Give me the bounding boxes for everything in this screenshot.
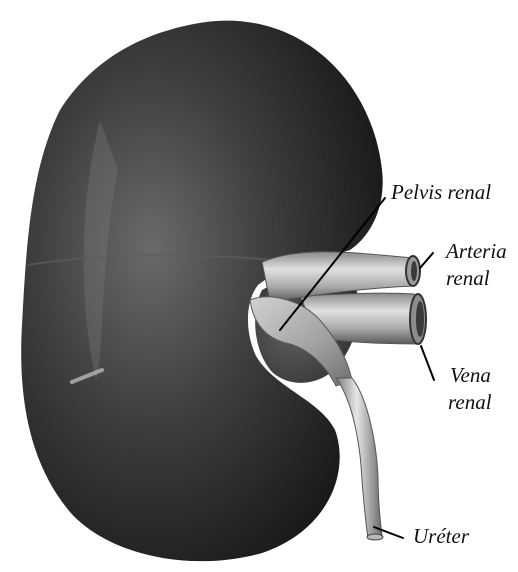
arteria-leader-line bbox=[420, 253, 433, 268]
arteria-renal-label-line1: Arteria bbox=[444, 239, 507, 263]
renal-artery-lumen bbox=[411, 261, 417, 281]
arteria-renal-label-line2: renal bbox=[446, 266, 490, 290]
renal-vein-lumen bbox=[416, 301, 424, 337]
ureter-shape bbox=[336, 378, 382, 538]
ureter-label: Uréter bbox=[413, 524, 470, 548]
pelvis-renal-label: Pelvis renal bbox=[390, 180, 491, 204]
vena-leader-line bbox=[421, 346, 434, 380]
vena-renal-label-line2: renal bbox=[448, 390, 492, 414]
vena-renal-label-line1: Vena bbox=[450, 363, 491, 387]
ureter-end bbox=[367, 534, 383, 540]
